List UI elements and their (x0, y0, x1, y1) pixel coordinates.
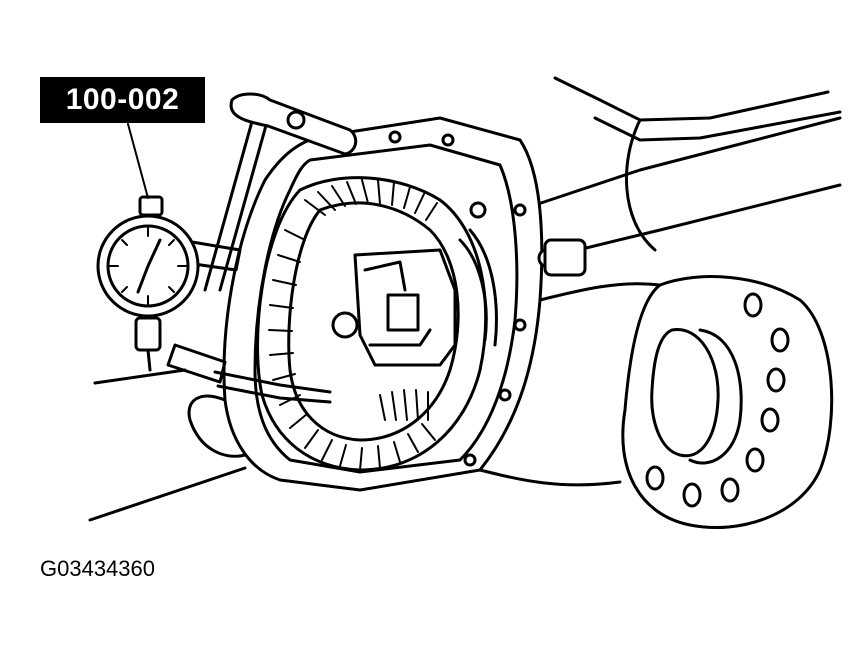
dial-indicator-mount (166, 92, 358, 404)
differential-case (331, 228, 498, 421)
background-line (88, 466, 247, 522)
figure-id: G03434360 (40, 556, 155, 581)
tool-number-label: 100-002 (40, 77, 205, 123)
background-line (93, 368, 187, 385)
axle-flange (621, 275, 834, 530)
axle-tube (518, 76, 842, 260)
tool-leader-line (127, 123, 149, 199)
dial-indicator (96, 195, 200, 372)
